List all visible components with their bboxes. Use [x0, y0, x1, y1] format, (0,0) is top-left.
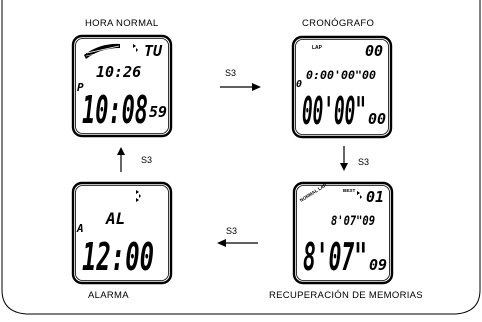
s3-label-normal-to-chrono: S3: [225, 68, 237, 78]
chronograph-label: CRONÓGRAFO: [302, 18, 375, 29]
lap-number-display: 00: [365, 42, 383, 60]
recalled-lap-display: 8'07": [303, 235, 367, 279]
arrow-right-icon: [220, 83, 261, 91]
memory-number-display: 01: [366, 188, 384, 206]
hundredths-display: 00: [368, 110, 386, 128]
seconds-display: 59: [149, 103, 167, 121]
battery-bar-icon: [84, 43, 120, 59]
alarm-bell-icon: [136, 190, 141, 202]
lap-tag: LAP: [312, 45, 323, 51]
normal-time-label: HORA NORMAL: [85, 18, 159, 29]
lap-time-display: 00'00": [302, 89, 366, 133]
weekday-display: TU: [144, 42, 163, 60]
arrow-up-icon: [117, 147, 125, 172]
best-tag: BEST: [343, 188, 355, 193]
total-time-display: 0:00'00"00: [306, 68, 376, 82]
memory-recall-label: RECUPERACIÓN DE MEMORIAS: [269, 290, 423, 301]
s3-label-chrono-to-memory: S3: [358, 157, 370, 167]
s3-label-memory-to-alarm: S3: [226, 226, 238, 236]
normal-time-lcd: TU 10:26 P 10:08 59: [70, 33, 174, 139]
chronograph-lcd: LAP 00 0:00'00"00 0 00'00" 00: [290, 34, 394, 140]
recalled-total-display: 8'07"09: [331, 214, 375, 229]
alarm-label: ALARMA: [88, 290, 129, 301]
recalled-hundredths-display: 09: [369, 256, 387, 274]
s3-label-alarm-to-normal: S3: [141, 155, 153, 165]
alarm-mode-display: AL: [105, 209, 125, 228]
alarm-time-display: 12:00: [82, 235, 154, 279]
arrow-left-icon: [217, 239, 258, 247]
date-display: 10:26: [96, 63, 141, 81]
pm-indicator: P: [77, 81, 84, 94]
alarm-bell-icon: [133, 44, 138, 52]
alarm-lcd: AL A 12:00: [70, 180, 174, 286]
memory-recall-lcd: NORMAL LAP BEST 01 8'07"09 8'07" 09: [291, 180, 395, 286]
alarm-side-indicator: A: [76, 222, 84, 235]
chrono-side-indicator: 0: [296, 79, 302, 90]
arrow-down-icon: [340, 146, 348, 171]
alarm-bell-icon: [357, 191, 362, 199]
time-display: 10:08: [82, 88, 148, 132]
